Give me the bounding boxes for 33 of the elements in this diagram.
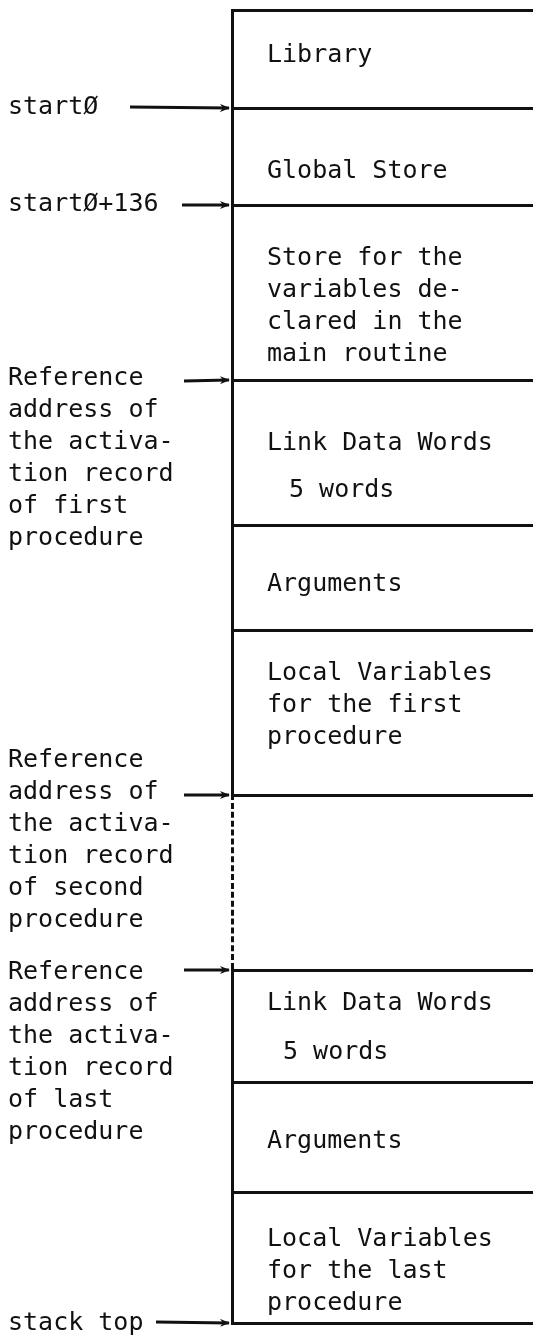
cell-label: Link Data Words bbox=[267, 426, 493, 458]
word-count: 5 words bbox=[283, 1035, 389, 1067]
word-count: 5 words bbox=[289, 473, 395, 505]
memory-cell bbox=[231, 969, 533, 1081]
memory-cell bbox=[231, 629, 533, 794]
memory-cell bbox=[231, 1081, 533, 1191]
cell-label: Arguments bbox=[267, 1124, 403, 1156]
arrow bbox=[155, 1318, 230, 1327]
cell-label: Store for the variables de- clared in the main routine bbox=[267, 241, 464, 369]
arrow bbox=[130, 103, 230, 112]
memory-cell bbox=[231, 204, 533, 379]
arrow bbox=[183, 376, 230, 385]
pointer-label: Reference address of the activa- tion record of second procedure bbox=[8, 743, 176, 935]
pointer-label: startØ bbox=[8, 90, 99, 122]
memory-cell bbox=[231, 9, 533, 107]
cell-label: Local Variables for the last procedure bbox=[267, 1222, 494, 1318]
cell-label: Link Data Words bbox=[267, 986, 493, 1018]
pointer-label: Reference address of the activa- tion record of last procedure bbox=[8, 955, 176, 1147]
cell-label: Library bbox=[267, 38, 373, 70]
memory-cell bbox=[231, 794, 533, 969]
cell-label: Global Store bbox=[267, 154, 448, 186]
memory-cell bbox=[231, 107, 533, 204]
pointer-label: stack top bbox=[8, 1306, 144, 1336]
pointer-label: Reference address of the activa- tion record of first procedure bbox=[8, 361, 176, 553]
cell-label: Arguments bbox=[267, 567, 403, 599]
arrow bbox=[184, 966, 230, 974]
arrow bbox=[182, 201, 230, 209]
memory-cell bbox=[231, 379, 533, 524]
cell-label: Local Variables for the first procedure bbox=[267, 656, 494, 752]
memory-cell bbox=[231, 524, 533, 629]
memory-cell bbox=[231, 1191, 533, 1325]
arrow bbox=[184, 791, 230, 799]
pointer-label: startØ+136 bbox=[8, 187, 159, 219]
